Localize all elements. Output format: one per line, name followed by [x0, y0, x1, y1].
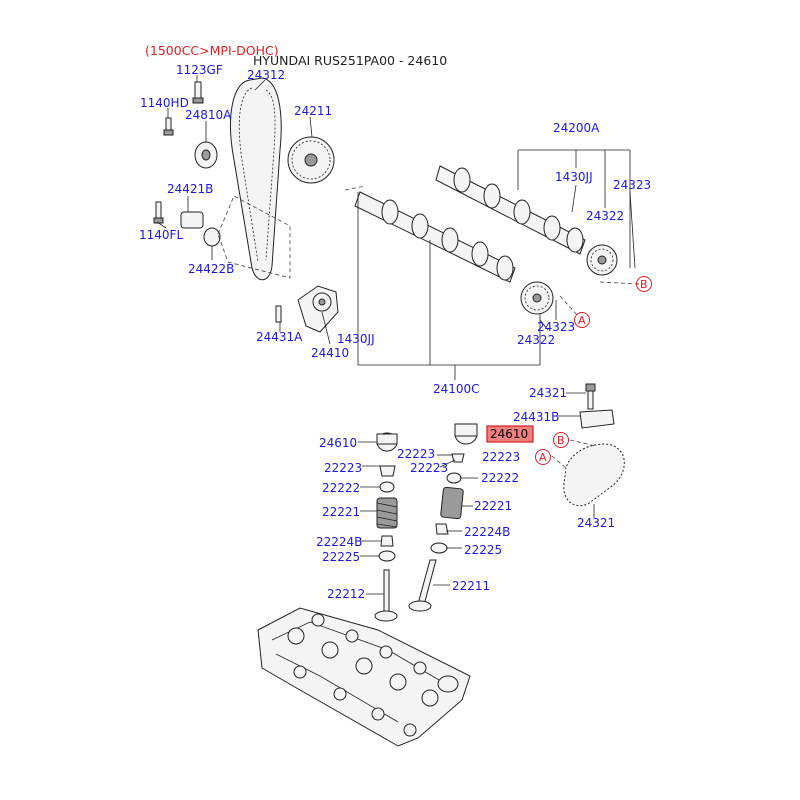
- diagram-title: HYUNDAI RUS251PA00 - 24610: [253, 53, 447, 68]
- svg-text:A: A: [539, 451, 547, 464]
- label-24322-mid: 24322: [517, 333, 555, 347]
- label-22211: 22211: [452, 579, 490, 593]
- timing-chain-illustration: [563, 443, 625, 507]
- label-24323-top: 24323: [613, 178, 651, 192]
- label-22223-d: 22223: [410, 461, 448, 475]
- label-22223-a: 22223: [397, 447, 435, 461]
- label-24321-bottom: 24321: [577, 516, 615, 530]
- label-24431b: 24431B: [513, 410, 559, 424]
- svg-text:B: B: [557, 434, 565, 447]
- timing-belt-illustration: [230, 77, 282, 281]
- cylinder-head-illustration: [257, 607, 471, 747]
- label-24421b: 24421B: [167, 182, 213, 196]
- label-24211: 24211: [294, 104, 332, 118]
- svg-text:A: A: [578, 314, 586, 327]
- label-22225-right: 22225: [464, 543, 502, 557]
- ref-mark-b-upper: B: [636, 276, 652, 292]
- label-24610-selected[interactable]: 24610: [490, 427, 528, 441]
- label-24321-top: 24321: [529, 386, 567, 400]
- ref-mark-a-upper: A: [574, 312, 590, 328]
- chain-guide-illustration: [579, 409, 615, 429]
- label-22221-right: 22221: [474, 499, 512, 513]
- ref-mark-b-lower: B: [553, 432, 569, 448]
- label-24610-left: 24610: [319, 436, 357, 450]
- label-1430jj-mid: 1430JJ: [337, 332, 375, 346]
- chain-tensioner-bolt-illustration: [585, 383, 596, 410]
- label-24422b: 24422B: [188, 262, 234, 276]
- intake-camshaft-illustration: [435, 165, 586, 255]
- cam-sprocket-illustration: [287, 136, 335, 184]
- leader-lines-valve: [358, 441, 478, 595]
- label-1430jj-top: 1430JJ: [555, 170, 593, 184]
- label-22223-b: 22223: [482, 450, 520, 464]
- idler-pulley-illustration: [194, 141, 218, 169]
- label-24100c: 24100C: [433, 382, 480, 396]
- label-22225-left: 22225: [322, 550, 360, 564]
- label-1123gf: 1123GF: [176, 63, 223, 77]
- selected-part-24610[interactable]: 24610: [486, 425, 534, 443]
- label-24323-mid: 24323: [537, 320, 575, 334]
- label-24312: 24312: [247, 68, 285, 82]
- label-1140hd: 1140HD: [140, 96, 189, 110]
- label-24410: 24410: [311, 346, 349, 360]
- label-24810a: 24810A: [185, 108, 232, 122]
- label-22224b-left: 22224B: [316, 535, 362, 549]
- label-22212: 22212: [327, 587, 365, 601]
- label-22221-left: 22221: [322, 505, 360, 519]
- camshaft-gear-upper-illustration: [586, 244, 618, 276]
- ref-mark-a-lower: A: [535, 449, 551, 465]
- exhaust-camshaft-illustration: [354, 191, 516, 283]
- engine-note: (1500CC>MPI-DOHC): [145, 43, 279, 58]
- label-24431a: 24431A: [256, 330, 303, 344]
- camshaft-gear-lower-illustration: [520, 281, 554, 315]
- bolt-1140hd-illustration: [163, 117, 174, 136]
- label-24322-top: 24322: [586, 209, 624, 223]
- label-22222-right: 22222: [481, 471, 519, 485]
- label-24200a: 24200A: [553, 121, 600, 135]
- valve-train-left-illustration: [374, 432, 398, 622]
- label-22224b-right: 22224B: [464, 525, 510, 539]
- tensioner-parts-illustration: [153, 201, 221, 247]
- leader-lines-upper: [156, 75, 636, 380]
- belt-tensioner-illustration: [275, 285, 339, 333]
- label-22222-left: 22222: [322, 481, 360, 495]
- label-1140fl: 1140FL: [139, 228, 183, 242]
- svg-text:B: B: [640, 278, 648, 291]
- leader-lines-chain: [551, 392, 597, 518]
- label-22223-c: 22223: [324, 461, 362, 475]
- valve-train-right-illustration: [408, 423, 478, 612]
- dashed-belt-routing: [217, 185, 641, 317]
- bolt-1123gf-illustration: [192, 81, 204, 104]
